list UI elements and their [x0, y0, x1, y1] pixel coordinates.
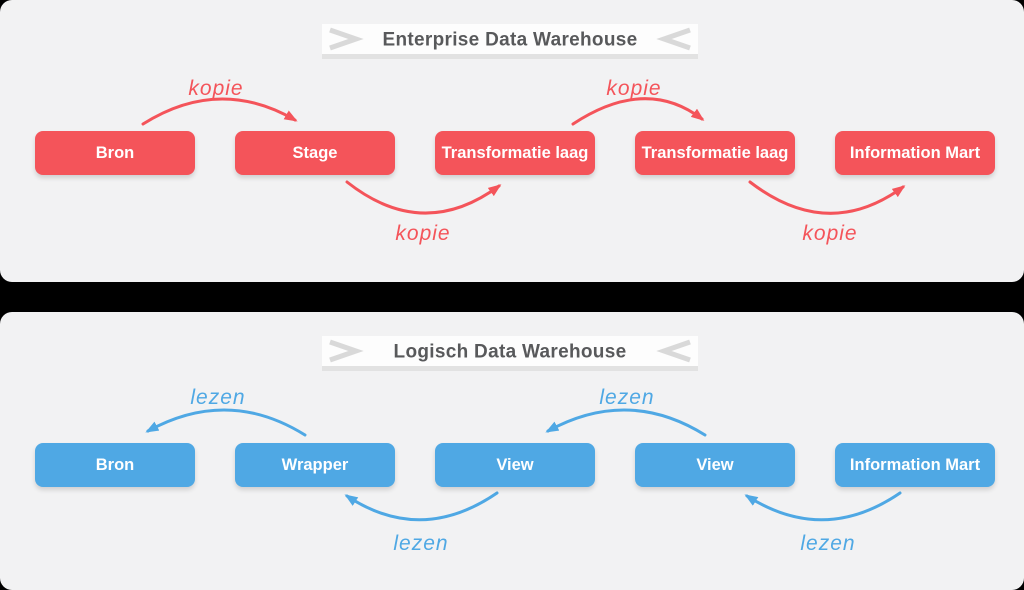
- node-view-1: View: [435, 443, 595, 487]
- banner-ribbon: Enterprise Data Warehouse: [322, 24, 698, 64]
- node-bron: Bron: [35, 131, 195, 175]
- ribbon-right-notch-icon: [656, 339, 691, 363]
- arrow-wrapper-to-bron: [145, 408, 307, 437]
- arrow-label-lezen: lezen: [190, 386, 245, 409]
- node-label: View: [496, 455, 534, 474]
- node-view-2: View: [635, 443, 795, 487]
- banner-ribbon-graphic: Enterprise Data Warehouse: [322, 24, 698, 59]
- arrow-label-lezen: lezen: [599, 386, 654, 409]
- arrow-transformatielaag-to-transformatielaag: [571, 97, 705, 126]
- banner-ribbon: Logisch Data Warehouse: [322, 336, 698, 376]
- node-label: Transformatie laag: [441, 143, 589, 162]
- arrow-bron-to-stage: [141, 97, 298, 126]
- ribbon-left-notch-icon: [329, 339, 364, 363]
- node-bron: Bron: [35, 443, 195, 487]
- read-arrows-layer: lezen lezen lezen lezen: [145, 386, 902, 555]
- node-label: View: [696, 455, 734, 474]
- node-label: Bron: [95, 143, 135, 162]
- node-label: Information Mart: [849, 143, 981, 162]
- node-stage: Stage: [235, 131, 395, 175]
- node-wrapper: Wrapper: [235, 443, 395, 487]
- arrow-view-to-wrapper: [344, 491, 499, 522]
- node-label: Bron: [95, 455, 135, 474]
- ribbon-bar: [322, 24, 698, 54]
- arrow-label-kopie: kopie: [606, 77, 661, 100]
- node-label: Wrapper: [281, 455, 349, 474]
- arrow-label-kopie: kopie: [395, 222, 450, 245]
- arrow-transformatielaag-to-informationmart: [748, 180, 906, 215]
- arrow-label-lezen: lezen: [393, 532, 448, 555]
- arrow-stage-to-transformatielaag: [345, 180, 502, 215]
- panel-title: Enterprise Data Warehouse: [383, 30, 638, 51]
- ribbon-left-notch-icon: [329, 27, 364, 51]
- node-row: Bron Stage Transformatie laag Transforma…: [35, 131, 995, 175]
- node-label: Transformatie laag: [641, 143, 789, 162]
- node-label: Information Mart: [849, 455, 981, 474]
- panel-logisch-data-warehouse: Logisch Data Warehouse lezen lezen lezen…: [0, 312, 1024, 590]
- arrow-informationmart-to-view: [744, 491, 902, 522]
- ribbon-bar-shadow: [322, 54, 698, 59]
- node-label: Stage: [292, 143, 338, 162]
- copy-arrows-layer: kopie kopie kopie kopie: [141, 77, 906, 245]
- arrow-label-kopie: kopie: [188, 77, 243, 100]
- arrow-view-to-view: [545, 408, 707, 437]
- arrow-label-kopie: kopie: [802, 222, 857, 245]
- ribbon-bar: [322, 336, 698, 366]
- arrow-label-lezen: lezen: [800, 532, 855, 555]
- node-information-mart: Information Mart: [835, 131, 995, 175]
- ribbon-bar-shadow: [322, 366, 698, 371]
- ribbon-right-notch-icon: [656, 27, 691, 51]
- banner-ribbon-graphic: Logisch Data Warehouse: [322, 336, 698, 371]
- node-transformatie-laag-2: Transformatie laag: [635, 131, 795, 175]
- panel-title: Logisch Data Warehouse: [394, 342, 627, 363]
- panel-enterprise-data-warehouse: Enterprise Data Warehouse kopie kopie ko…: [0, 0, 1024, 282]
- node-information-mart: Information Mart: [835, 443, 995, 487]
- node-transformatie-laag-1: Transformatie laag: [435, 131, 595, 175]
- node-row: Bron Wrapper View View Information Mart: [35, 443, 995, 487]
